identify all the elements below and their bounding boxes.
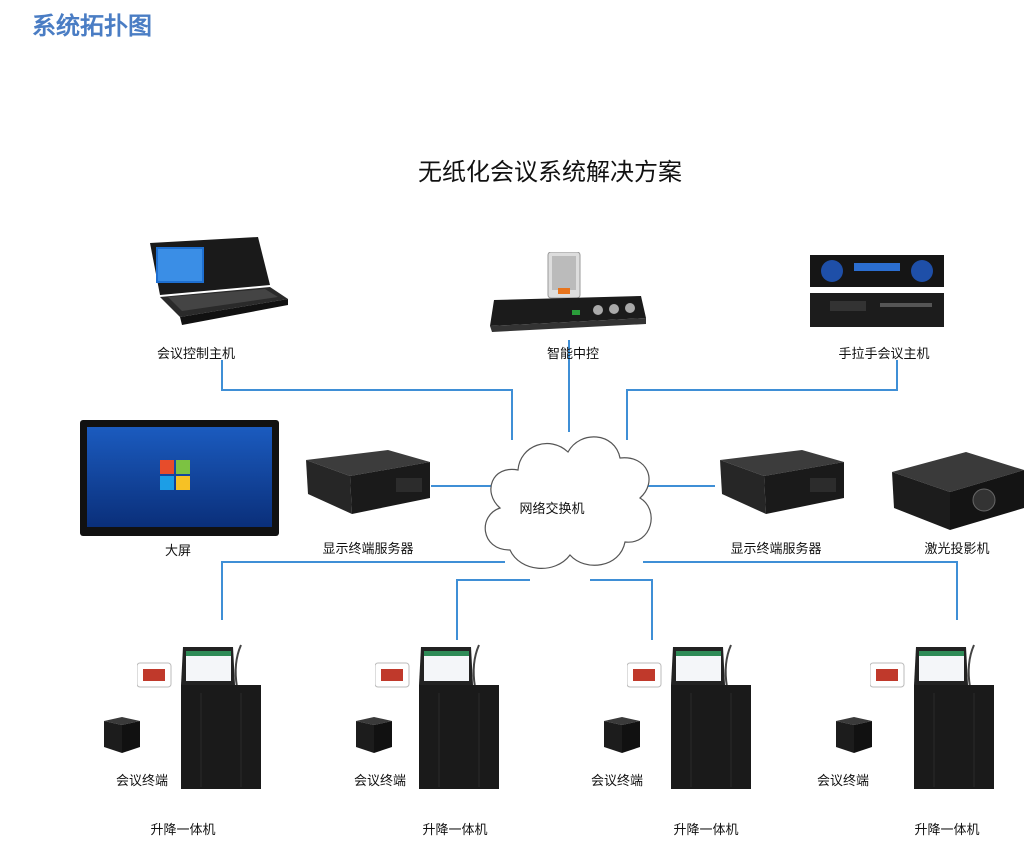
diagram-title: 无纸化会议系统解决方案: [418, 158, 682, 186]
network-switch-cloud: [484, 436, 652, 569]
display-server-left-label: 显示终端服务器: [322, 542, 414, 557]
lift-unit-icon: [627, 644, 751, 789]
lift-unit-icon: [375, 644, 499, 789]
conference-terminal-icon: [356, 717, 392, 753]
control-host-label: 会议控制主机: [156, 347, 236, 362]
conference-terminal-icon: [836, 717, 872, 753]
link-handheld-host: [626, 360, 898, 440]
network-switch-label: 网络交换机: [519, 502, 585, 517]
handheld-host-label: 手拉手会议主机: [838, 347, 930, 362]
central-control-label: 智能中控: [546, 347, 600, 362]
control-host-icon: [150, 237, 288, 325]
display-server-right-label: 显示终端服务器: [730, 542, 822, 557]
big-screen-label: 大屏: [164, 544, 192, 559]
conference-terminal-icon: [104, 717, 140, 753]
conference-terminal-label: 会议终端: [115, 774, 169, 789]
laser-projector-icon: [892, 452, 1024, 530]
lift-unit-icon: [137, 644, 261, 789]
central-control-icon: [490, 252, 646, 332]
laser-projector-label: 激光投影机: [924, 542, 990, 557]
big-screen-icon: [80, 420, 279, 536]
lift-unit-icon: [870, 644, 994, 789]
page-heading: 系统拓扑图: [32, 12, 152, 40]
conference-terminal-label: 会议终端: [816, 774, 870, 789]
conference-terminal-label: 会议终端: [590, 774, 644, 789]
lift-unit-label: 升降一体机: [150, 823, 216, 838]
link-station-4: [643, 561, 958, 620]
display-server-right-icon: [720, 450, 844, 514]
lift-unit-label: 升降一体机: [914, 823, 980, 838]
conference-terminal-label: 会议终端: [353, 774, 407, 789]
lift-unit-label: 升降一体机: [673, 823, 739, 838]
display-server-left-icon: [306, 450, 430, 514]
link-station-3: [590, 579, 653, 640]
link-station-2: [456, 579, 530, 640]
conference-terminal-icon: [604, 717, 640, 753]
handheld-host-icon: [810, 255, 944, 327]
link-control-host: [221, 360, 513, 440]
lift-unit-label: 升降一体机: [422, 823, 488, 838]
link-station-1: [221, 561, 505, 620]
